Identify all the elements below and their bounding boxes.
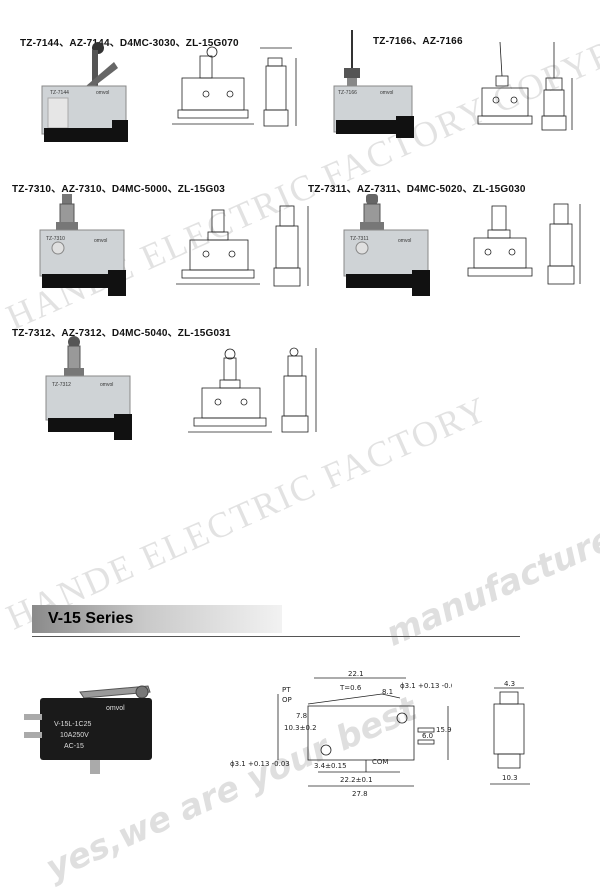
series-header-bar	[32, 605, 282, 633]
dimension-drawing-4	[467, 203, 581, 285]
svg-text:7.8: 7.8	[296, 712, 307, 720]
switch-photo-1: TZ-7144 omvol	[41, 42, 128, 142]
dimension-drawing-3	[176, 205, 309, 287]
svg-text:15.9: 15.9	[436, 726, 452, 734]
dimension-drawing-5	[188, 347, 317, 433]
svg-text:OP: OP	[282, 696, 292, 704]
svg-text:omvol: omvol	[100, 382, 113, 388]
series-title: V-15 Series	[48, 610, 134, 627]
svg-text:AC-15: AC-15	[64, 743, 84, 750]
svg-text:COM: COM	[372, 758, 388, 766]
product-model-4: TZ-7311、AZ-7311、D4MC-5020、ZL-15G030	[308, 184, 526, 195]
svg-text:27.8: 27.8	[352, 790, 368, 798]
switch-photo-2: TZ-7166 omvol	[333, 30, 414, 138]
product-model-1: TZ-7144、AZ-7144、D4MC-3030、ZL-15G070	[20, 38, 239, 49]
svg-text:omvol: omvol	[96, 90, 109, 96]
dimension-drawing-1	[172, 46, 297, 127]
svg-text:omvol: omvol	[380, 90, 393, 96]
svg-text:omvol: omvol	[398, 238, 411, 244]
svg-text:omvol: omvol	[106, 705, 125, 712]
svg-text:4.3: 4.3	[504, 680, 515, 688]
series-divider	[32, 636, 520, 637]
product-model-3: TZ-7310、AZ-7310、D4MC-5000、ZL-15G03	[12, 184, 225, 195]
product-model-2: TZ-7166、AZ-7166	[373, 36, 463, 47]
svg-text:10A250V: 10A250V	[60, 732, 89, 739]
svg-text:TZ-7144: TZ-7144	[50, 90, 69, 96]
svg-text:3.4±0.15: 3.4±0.15	[314, 762, 347, 770]
svg-text:omvol: omvol	[94, 238, 107, 244]
product-model-5: TZ-7312、AZ-7312、D4MC-5040、ZL-15G031	[12, 328, 231, 339]
svg-text:ϕ3.1 +0.13 -0.03: ϕ3.1 +0.13 -0.03	[400, 682, 452, 690]
svg-text:ϕ3.1 +0.13 -0.03: ϕ3.1 +0.13 -0.03	[230, 760, 290, 768]
svg-text:22.1: 22.1	[348, 670, 364, 678]
svg-text:PT: PT	[282, 686, 291, 694]
svg-text:22.2±0.1: 22.2±0.1	[340, 776, 373, 784]
svg-text:T=0.6: T=0.6	[339, 684, 362, 692]
v15-side-view: 4.3 10.3	[490, 680, 530, 785]
watermark-slogan: manufacture	[380, 518, 600, 655]
svg-text:10.3: 10.3	[502, 774, 518, 782]
v15-switch-photo: omvol V-15L-1C25 10A250V AC-15	[24, 685, 152, 774]
svg-text:TZ-7312: TZ-7312	[52, 382, 71, 388]
svg-text:8.1: 8.1	[382, 688, 393, 696]
svg-text:6.0: 6.0	[422, 732, 433, 740]
switch-photo-3: omvol TZ-7310	[39, 194, 126, 296]
v15-dimension-drawing: 22.1 T=0.6 8.1 ϕ3.1 +0.13 -0.03 PT OP 7.…	[230, 670, 452, 798]
switch-photo-4: omvol TZ-7311	[343, 194, 430, 296]
svg-text:V-15L-1C25: V-15L-1C25	[54, 721, 91, 728]
svg-text:TZ-7166: TZ-7166	[338, 90, 357, 96]
switch-photo-5: TZ-7312 omvol	[45, 336, 132, 440]
svg-text:TZ-7310: TZ-7310	[46, 236, 65, 242]
svg-text:TZ-7311: TZ-7311	[350, 236, 369, 242]
svg-text:10.3±0.2: 10.3±0.2	[284, 724, 317, 732]
dimension-drawing-2	[477, 41, 573, 131]
